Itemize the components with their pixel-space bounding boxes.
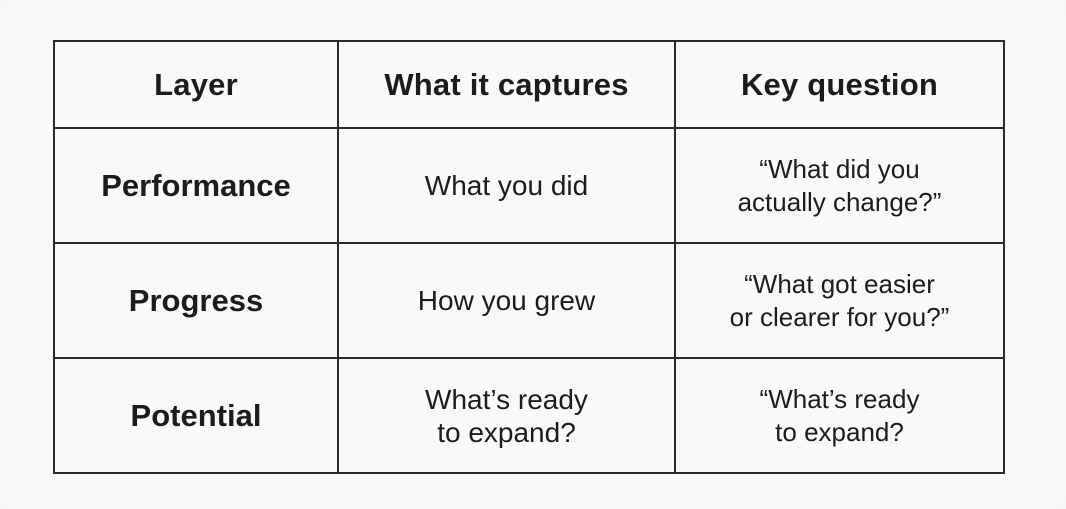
captures-line: How you grew [417,285,596,316]
header-layer: Layer [53,40,339,129]
captures-cell: How you grew [337,242,676,359]
table-header-row: Layer What it captures Key question [53,40,1005,129]
captures-cell: What you did [337,127,676,244]
table-row-performance: Performance What you did “What did you a… [53,127,1005,244]
question-line: actually change?” [737,186,942,217]
layer-cell: Potential [53,357,339,474]
table-row-potential: Potential What’s ready to expand? “What’… [53,357,1005,474]
header-key-question: Key question [674,40,1005,129]
table-row-progress: Progress How you grew “What got easier o… [53,242,1005,359]
key-question-cell: “What’s ready to expand? [674,357,1005,474]
key-question-cell: “What got easier or clearer for you?” [674,242,1005,359]
key-question-cell: “What did you actually change?” [674,127,1005,244]
captures-cell: What’s ready to expand? [337,357,676,474]
question-line: “What did you [759,153,920,184]
question-line: “What’s ready [759,383,920,414]
three-p-layers-table: Layer What it captures Key question Perf… [53,40,1005,474]
captures-line: What’s ready [425,383,588,415]
layer-cell: Progress [53,242,339,359]
question-line: to expand? [775,416,904,447]
question-line: or clearer for you?” [729,301,950,332]
question-line: “What got easier [744,268,935,299]
captures-line: to expand? [437,416,576,448]
layer-cell: Performance [53,127,339,244]
header-what-it-captures: What it captures [337,40,676,129]
captures-line: What you did [424,170,589,201]
